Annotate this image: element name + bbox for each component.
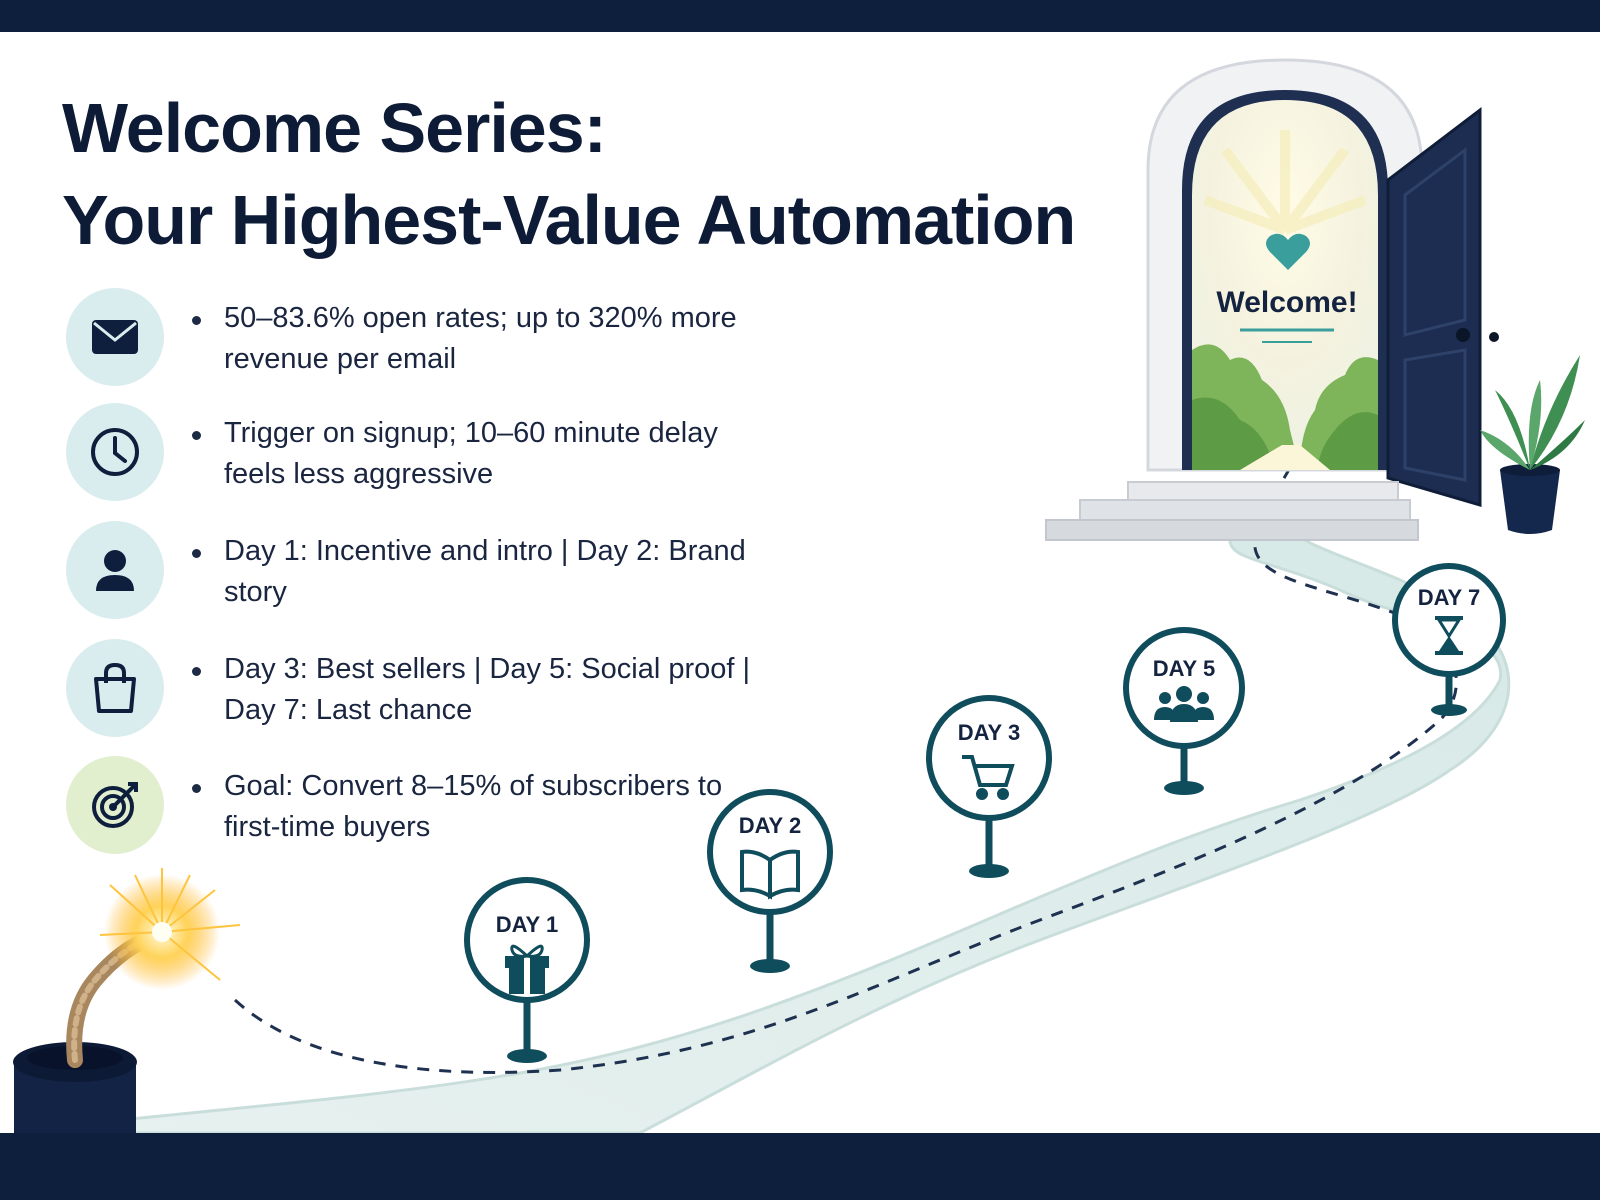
bullet-text: Day 3: Best sellers | Day 5: Social proo… xyxy=(224,653,751,726)
list-item: Trigger on signup; 10–60 minute delay fe… xyxy=(66,403,786,503)
person-icon xyxy=(66,521,164,619)
fuse-illustration xyxy=(13,868,241,1133)
milestone-day-2: DAY 2 xyxy=(707,789,833,973)
heart-icon xyxy=(1266,233,1310,270)
bullet-text: Trigger on signup; 10–60 minute delay fe… xyxy=(224,417,718,490)
milestone-day-5: DAY 5 xyxy=(1123,627,1245,795)
clock-icon xyxy=(66,403,164,501)
potted-plant xyxy=(1480,355,1585,534)
bullet-marker xyxy=(192,549,201,558)
bullet-text: 50–83.6% open rates; up to 320% more rev… xyxy=(224,302,737,375)
welcome-sign: Welcome! xyxy=(1216,286,1357,319)
milestone-label: DAY 2 xyxy=(739,813,801,838)
envelope-icon xyxy=(66,288,164,386)
milestone-day-7: DAY 7 xyxy=(1392,563,1506,716)
top-band xyxy=(0,0,1600,32)
bullet-text: Goal: Convert 8–15% of subscribers to fi… xyxy=(224,770,723,843)
bottom-band xyxy=(0,1133,1600,1200)
group-icon xyxy=(1154,686,1214,722)
bullet-marker xyxy=(192,667,201,676)
milestone-label: DAY 3 xyxy=(958,720,1020,745)
bullet-marker xyxy=(192,431,201,440)
target-icon xyxy=(66,756,164,854)
bullet-text: Day 1: Incentive and intro | Day 2: Bran… xyxy=(224,535,746,608)
list-item: Day 1: Incentive and intro | Day 2: Bran… xyxy=(66,521,786,621)
list-item: 50–83.6% open rates; up to 320% more rev… xyxy=(66,288,786,388)
milestone-label: DAY 1 xyxy=(496,912,558,937)
milestone-day-3: DAY 3 xyxy=(926,695,1052,878)
cart-icon xyxy=(962,755,1015,800)
title-line-2: Your Highest-Value Automation xyxy=(62,181,1076,259)
milestone-label: DAY 7 xyxy=(1418,585,1480,610)
bullet-marker xyxy=(192,784,201,793)
list-item: Goal: Convert 8–15% of subscribers to fi… xyxy=(66,756,786,856)
journey-path xyxy=(118,528,1511,1135)
shopping-bag-icon xyxy=(66,639,164,737)
doorway: Welcome! xyxy=(1045,58,1499,541)
gift-icon xyxy=(505,944,549,994)
path-dashed-line xyxy=(233,457,1458,1074)
title-line-1: Welcome Series: xyxy=(62,89,607,167)
book-icon xyxy=(740,849,800,900)
milestone-day-1: DAY 1 xyxy=(464,877,590,1063)
list-item: Day 3: Best sellers | Day 5: Social proo… xyxy=(66,639,786,739)
hourglass-icon xyxy=(1435,616,1463,655)
milestone-label: DAY 5 xyxy=(1153,656,1215,681)
bullet-marker xyxy=(192,316,201,325)
page-title: Welcome Series: Your Highest-Value Autom… xyxy=(62,82,1076,266)
open-door xyxy=(1386,106,1482,508)
